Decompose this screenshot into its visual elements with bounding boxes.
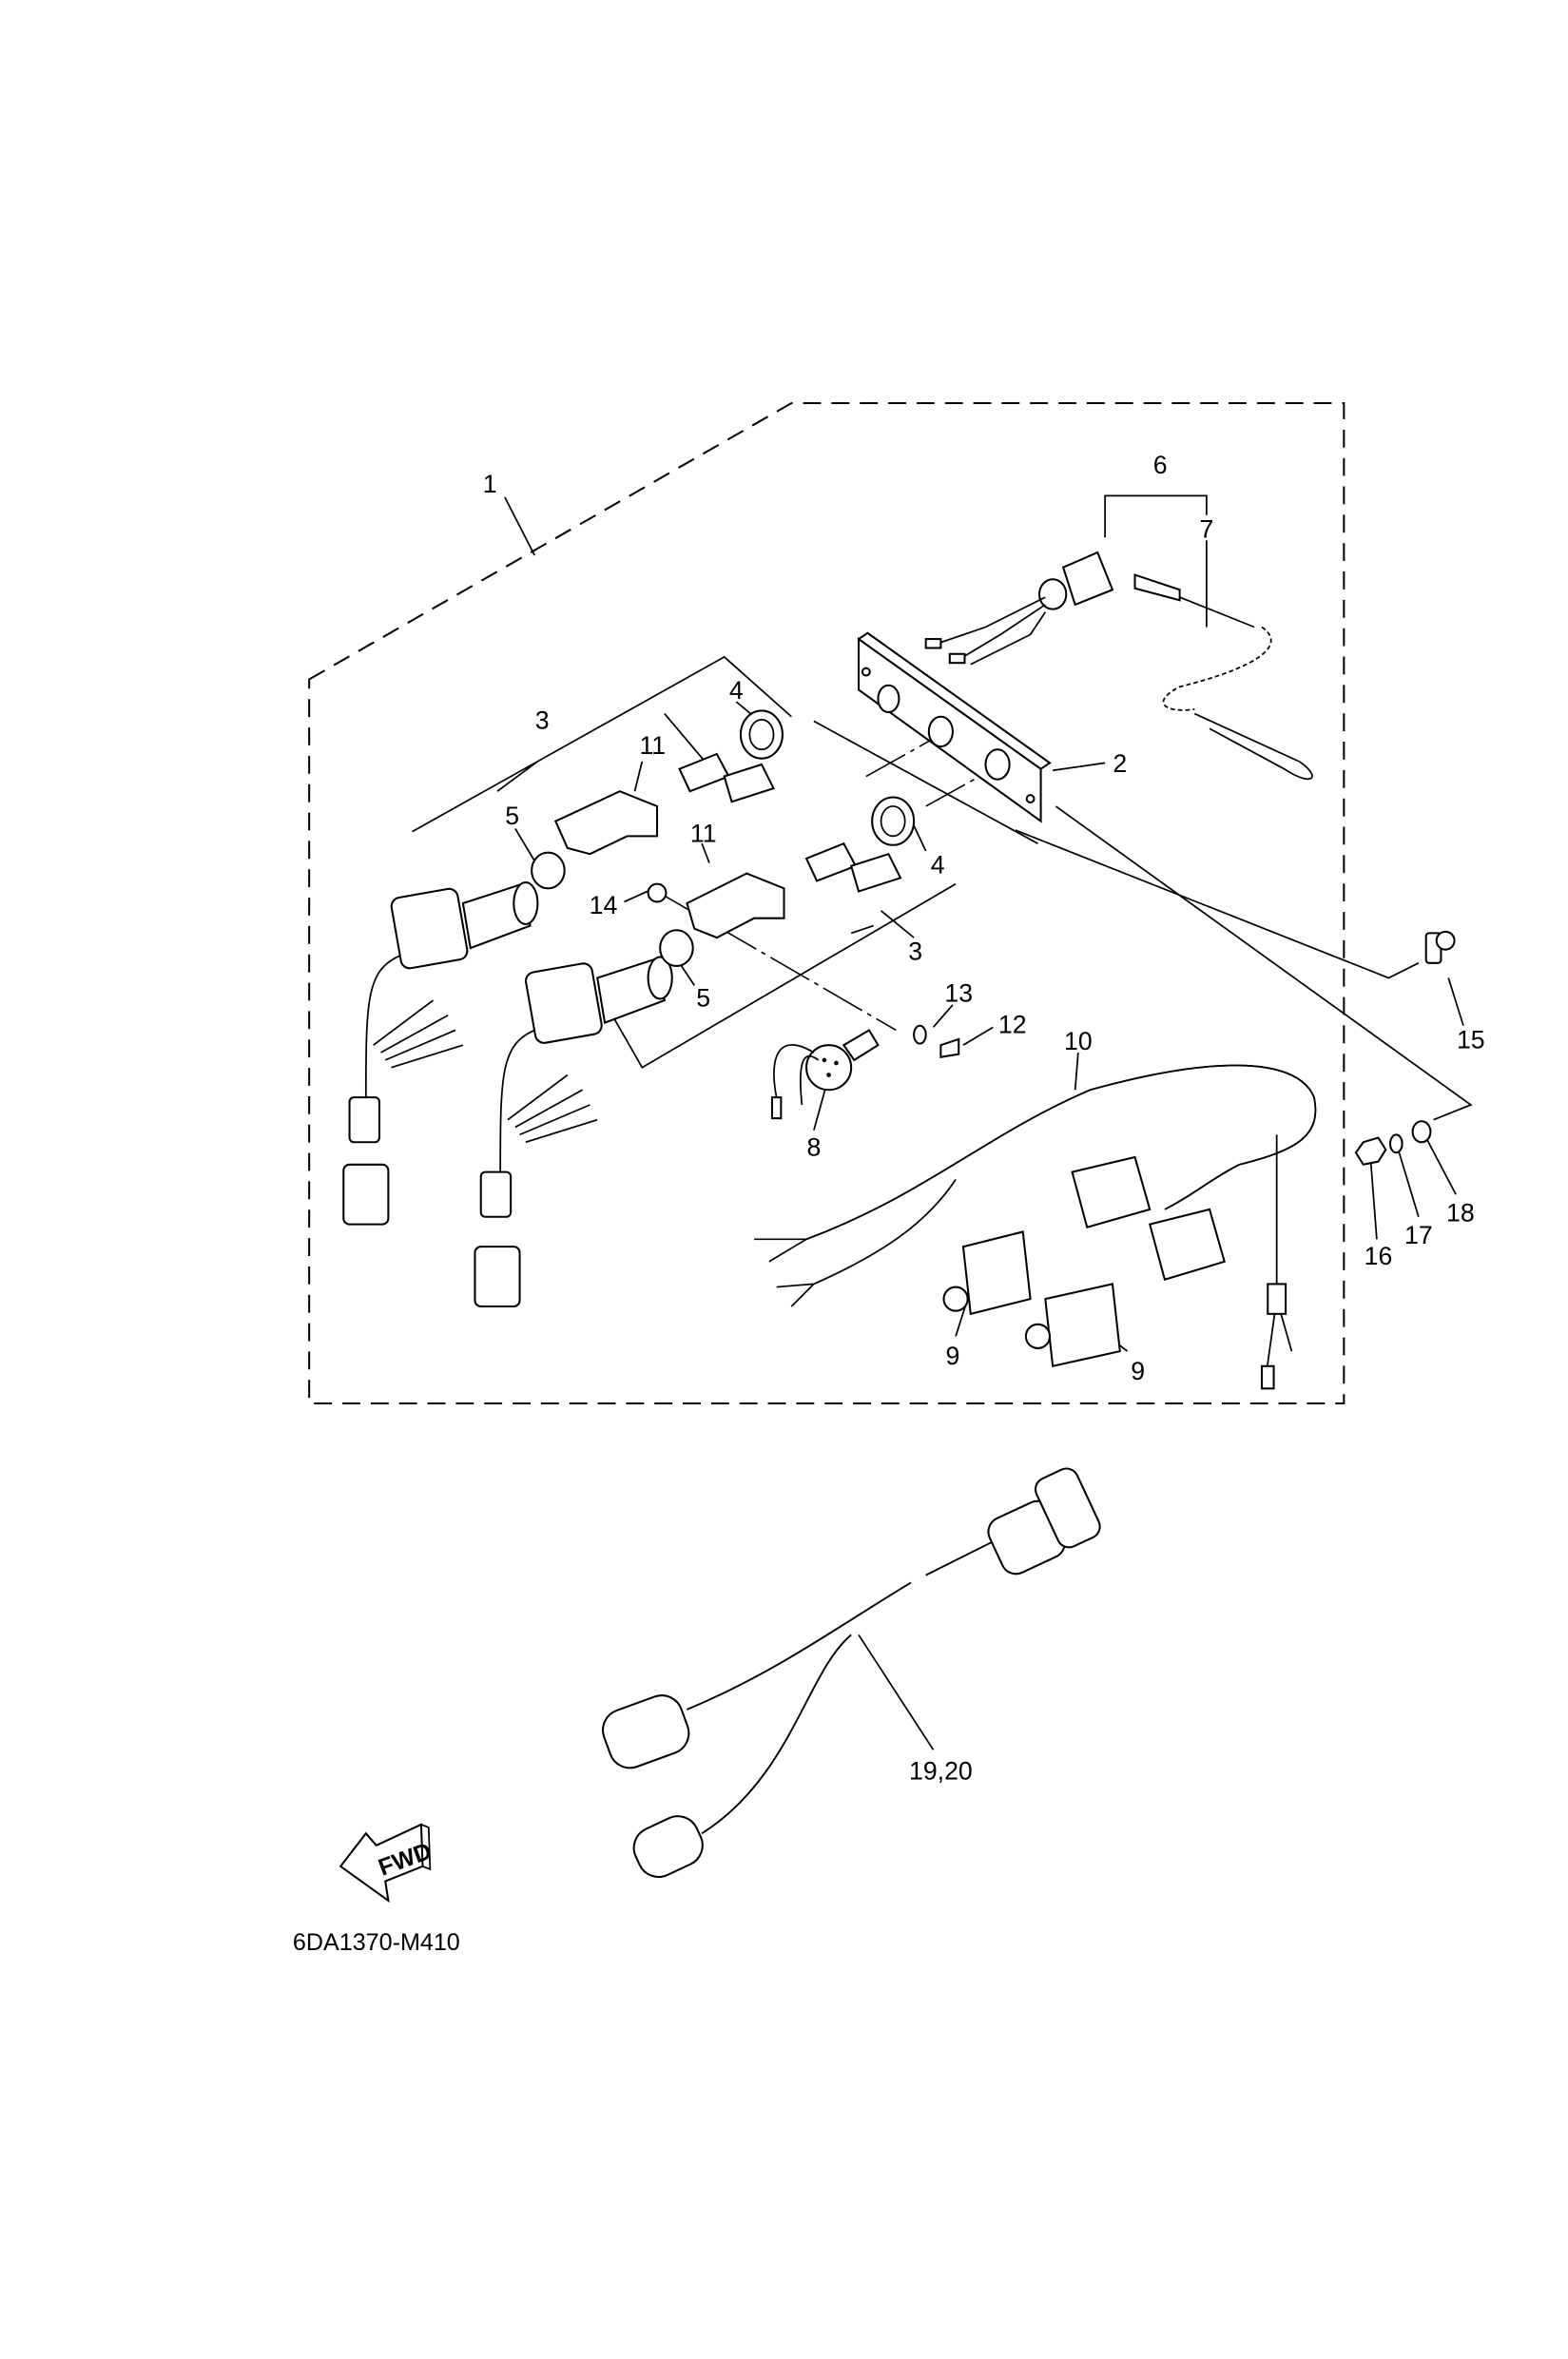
kit-boundary [308,401,1345,1405]
callout-9: 9 [946,1342,960,1370]
part-8-12-13 [770,1024,960,1120]
callout-18: 18 [1446,1198,1475,1227]
fwd-direction-arrow: FWD [339,1823,436,1904]
callout-3: 3 [908,938,922,966]
callout-16: 16 [1365,1242,1393,1270]
leader-lines [412,494,1473,1750]
part-3-key-switch-upper [342,880,539,1226]
callout-13: 13 [944,979,973,1008]
parts-19-20-extension-harness [602,1467,1101,1878]
callout-labels: 1 6 7 3 4 11 2 5 11 14 4 3 13 12 10 15 5… [483,451,1485,1786]
callout-7: 7 [1199,514,1213,543]
callout-10: 10 [1064,1027,1093,1055]
parts-9-relays-connectors [942,1155,1226,1368]
part-6-stop-switch [924,551,1114,666]
callout-4: 4 [931,851,945,880]
parts-15-18-hardware [1354,930,1456,1166]
callout-11: 11 [639,731,666,760]
part-7-lanyard [1133,573,1313,781]
callout-11: 11 [690,820,717,848]
callout-8: 8 [806,1132,821,1161]
part-10-wire-harness [754,1064,1317,1390]
callout-4: 4 [729,676,744,705]
callout-5: 5 [505,802,519,830]
callout-17: 17 [1404,1221,1433,1249]
callout-1: 1 [483,470,497,498]
callout-5: 5 [696,983,710,1012]
callout-6: 6 [1153,451,1168,479]
parts-4-5-11-14 [531,709,916,967]
part-3-key-switch-lower [474,956,673,1307]
callout-2: 2 [1113,749,1127,778]
callout-9: 9 [1131,1357,1145,1385]
callout-15: 15 [1457,1025,1485,1054]
callout-12: 12 [998,1011,1027,1039]
part-2-switch-panel [857,631,1052,823]
callout-19-20: 19,20 [909,1757,973,1786]
drawing-code: 6DA1370-M410 [293,1929,460,1956]
callout-3: 3 [535,706,550,734]
callout-14: 14 [590,891,618,919]
